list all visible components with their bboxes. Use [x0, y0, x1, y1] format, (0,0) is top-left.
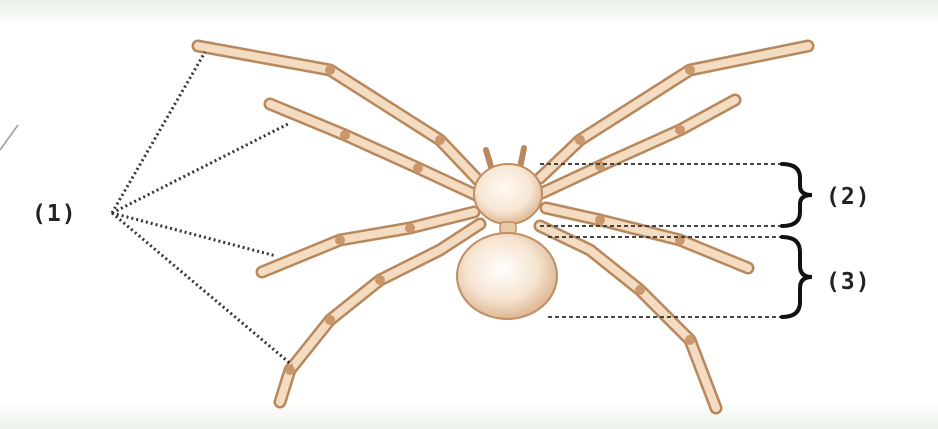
leader-lines: [112, 52, 292, 365]
bracket-2: [782, 164, 812, 226]
cephalothorax-shape: [474, 164, 542, 224]
label-legs: (1): [32, 203, 77, 226]
label-cephalothorax: (2): [826, 186, 871, 209]
leg-right-1: [540, 46, 808, 178]
bracket-3: [782, 237, 812, 317]
label-abdomen: (3): [826, 271, 871, 294]
leg-left-1: [198, 46, 478, 180]
abdomen-shape: [457, 233, 557, 319]
edge-mark: [0, 125, 18, 150]
